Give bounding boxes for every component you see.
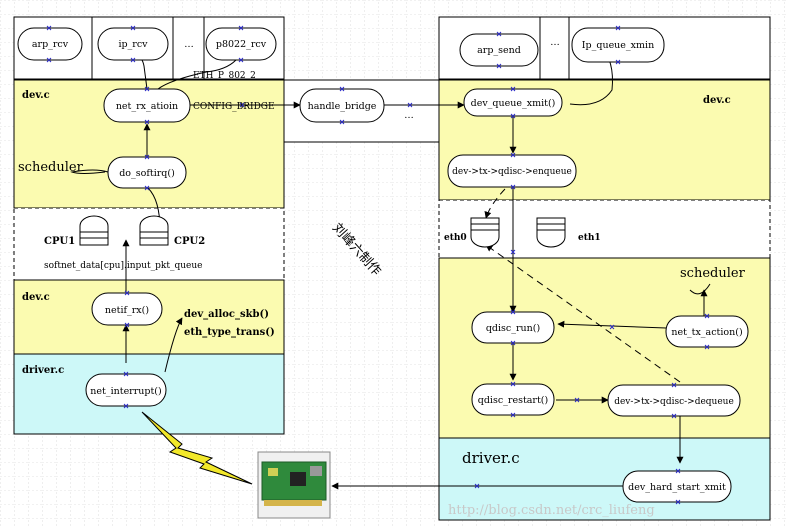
- cpu1-label: CPU1: [44, 236, 75, 247]
- packet-queue-icon: [79, 215, 566, 248]
- scheduler-right-label: scheduler: [680, 266, 746, 281]
- eth0-label: eth0: [444, 233, 467, 243]
- handle-bridge-node: handle_bridge: [308, 101, 377, 112]
- watermark: http://blog.csdn.net/crc_liufeng: [448, 503, 655, 518]
- network-interface-card-icon: [257, 451, 331, 519]
- left-dev-c-label: dev.c: [22, 90, 50, 101]
- eth-type-trans-label: eth_type_trans(): [184, 327, 275, 338]
- left-dev-c-label-2: dev.c: [22, 292, 50, 303]
- right-driver-c-label: driver.c: [462, 449, 520, 467]
- eth1-label: eth1: [578, 233, 601, 243]
- p8022-rcv-node: p8022_rcv: [216, 39, 267, 50]
- arp-rcv-node: arp_rcv: [32, 39, 69, 50]
- qdisc-restart-node: qdisc_restart(): [478, 395, 548, 406]
- node-shapes: [17, 27, 749, 503]
- dev-hard-start-xmit-node: dev_hard_start_xmit: [628, 482, 726, 493]
- softnet-data-label: softnet_data[cpu].input_pkt_queue: [44, 261, 203, 271]
- lightning-bolt-icon: [141, 411, 253, 485]
- ellipsis-right: …: [550, 37, 560, 48]
- ip-rcv-node: ip_rcv: [118, 39, 148, 50]
- net-tx-action-node: net_tx_action(): [671, 327, 742, 338]
- config-bridge-label: CONFIG_BRIDGE: [193, 102, 275, 112]
- left-driver-c-label: driver.c: [22, 365, 64, 376]
- eth-p-802-2-label: ETH_P_802_2: [193, 71, 256, 81]
- cpu2-label: CPU2: [174, 236, 205, 247]
- arp-send-node: arp_send: [477, 45, 521, 56]
- scheduler-left-label: scheduler: [18, 160, 84, 175]
- qdisc-run-node: qdisc_run(): [486, 323, 540, 334]
- dev-queue-xmit-node: dev_queue_xmit(): [471, 98, 556, 109]
- connection-markers: [46, 25, 710, 505]
- net-rx-action-node: net_rx_atioin: [116, 101, 178, 112]
- dev-alloc-skb-label: dev_alloc_skb(): [184, 309, 269, 320]
- enqueue-node: dev->tx->qdisc->enqueue: [452, 167, 572, 177]
- dashed-edges: [484, 188, 681, 383]
- ellipsis-middle: …: [404, 110, 414, 121]
- do-softirq-node: do_softirq(): [119, 168, 175, 179]
- netif-rx-node: netif_rx(): [105, 305, 149, 316]
- right-dev-c-label: dev.c: [703, 95, 731, 106]
- net-interrupt-node: net_interrupt(): [90, 386, 161, 397]
- ellipsis-left: …: [184, 39, 194, 50]
- ip-queue-xmit-node: Ip_queue_xmin: [582, 40, 654, 51]
- dequeue-node: dev->tx->qdisc->dequeue: [614, 397, 734, 407]
